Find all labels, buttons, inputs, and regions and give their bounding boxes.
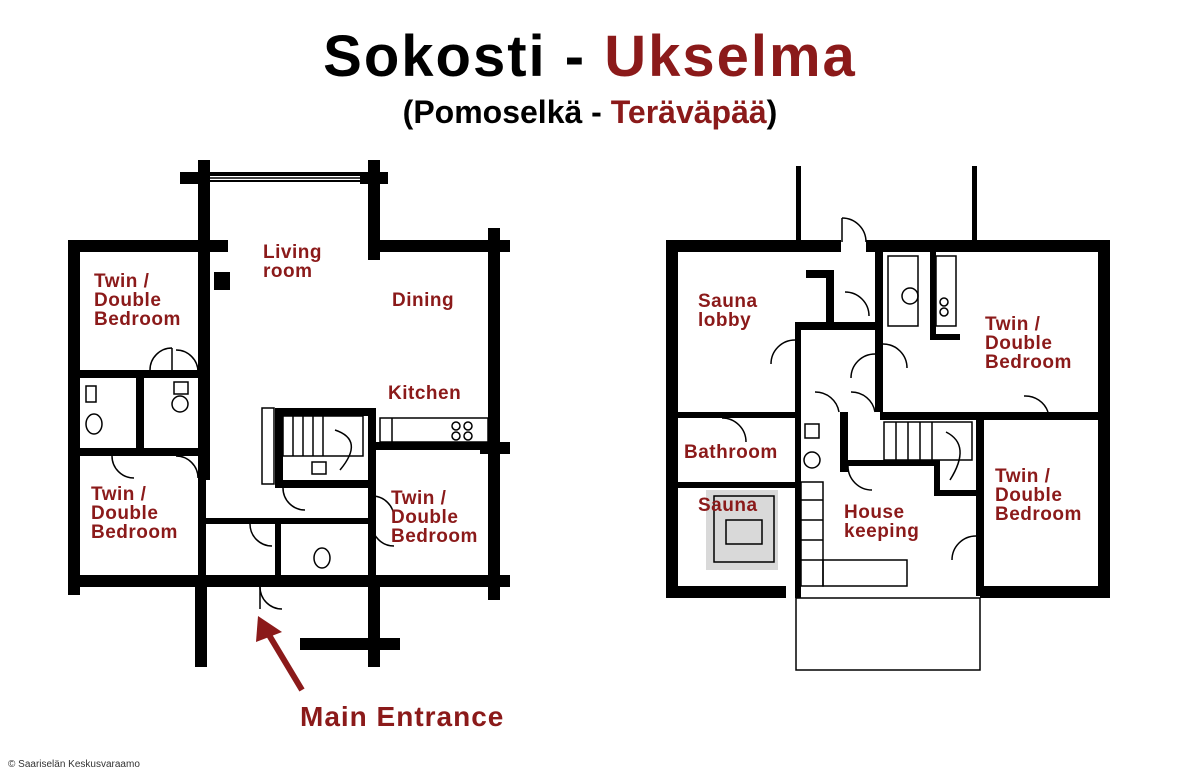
left-plan-details <box>73 177 495 610</box>
copyright-notice: © Saariselän Keskusvaraamo <box>8 759 140 770</box>
room-label-sauna-lobby: Sauna lobby <box>698 291 763 331</box>
room-label-housekeeping: House keeping <box>844 502 919 542</box>
room-labels: Twin / Double Bedroom Living room Dining… <box>91 242 1082 547</box>
room-label-kitchen: Kitchen <box>388 383 461 404</box>
room-label-left-bedroom-bl: Twin / Double Bedroom <box>91 484 178 543</box>
room-label-living-room: Living room <box>263 242 328 282</box>
plan-title: Sokosti - Ukselma <box>0 22 1180 92</box>
subtitle-open: ( <box>402 94 414 130</box>
entrance-arrow <box>256 616 305 692</box>
left-floor-plan <box>68 160 510 667</box>
plan-subtitle: (Pomoselkä - Teräväpää) <box>0 92 1180 132</box>
title-right: Ukselma <box>604 24 857 89</box>
room-label-sauna: Sauna <box>698 495 758 516</box>
right-floor-plan <box>666 166 1110 598</box>
subtitle-close: ) <box>766 94 778 130</box>
room-label-bathroom: Bathroom <box>684 442 778 463</box>
main-entrance-label: Main Entrance <box>300 701 504 732</box>
room-label-left-bedroom-tl: Twin / Double Bedroom <box>94 271 181 330</box>
right-plan-details <box>671 217 1105 671</box>
title-left: Sokosti <box>323 24 547 89</box>
subtitle-separator: - <box>582 94 611 130</box>
title-separator: - <box>546 24 605 89</box>
subtitle-right: Teräväpää <box>610 94 767 130</box>
subtitle-left: Pomoselkä <box>413 94 583 130</box>
room-label-dining: Dining <box>392 290 454 311</box>
room-label-left-bedroom-br: Twin / Double Bedroom <box>391 488 478 547</box>
room-label-right-bedroom-tr: Twin / Double Bedroom <box>985 314 1072 373</box>
room-label-right-bedroom-br: Twin / Double Bedroom <box>995 466 1082 525</box>
